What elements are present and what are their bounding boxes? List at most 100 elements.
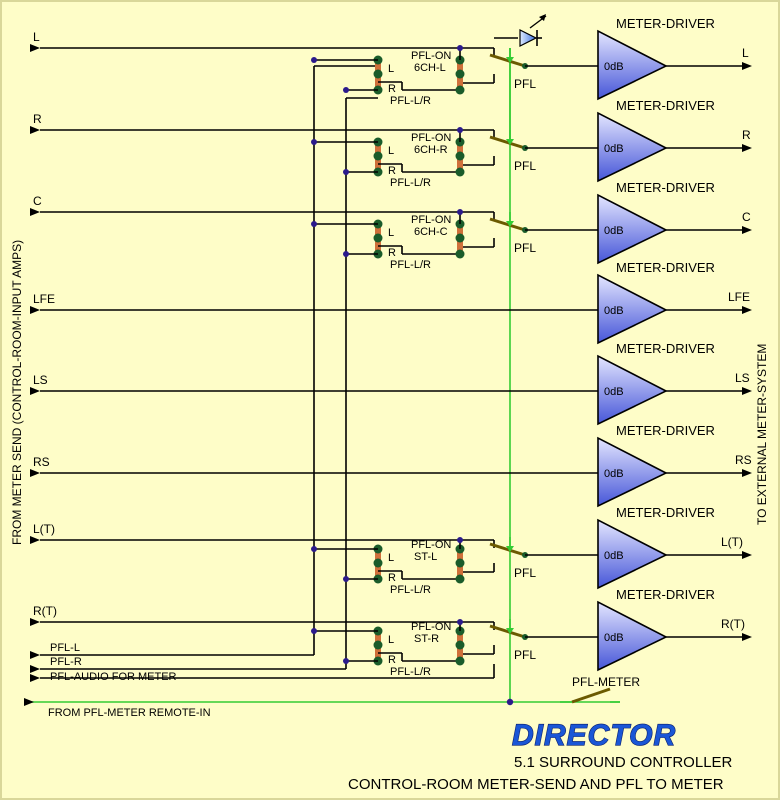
input-label: LS bbox=[33, 373, 48, 387]
subtitle: 5.1 SURROUND CONTROLLER bbox=[514, 754, 733, 771]
input-arrow-icon bbox=[30, 306, 40, 314]
selector-l-label: L bbox=[388, 63, 394, 75]
output-arrow-icon bbox=[742, 226, 752, 234]
amp-title: METER-DRIVER bbox=[616, 423, 715, 438]
channel-7: R(T)PFLLRPFL-L/RPFL-ONST-RMETER-DRIVER0d… bbox=[30, 587, 752, 678]
channels-layer: LPFLLRPFL-L/RPFL-ON6CH-LMETER-DRIVER0dBL… bbox=[30, 16, 752, 678]
selector-bottom-label: PFL-L/R bbox=[390, 259, 431, 271]
amp-title: METER-DRIVER bbox=[616, 16, 715, 31]
pfl-label: PFL bbox=[514, 159, 536, 173]
selector-mid-label: 6CH-R bbox=[414, 144, 448, 156]
output-arrow-icon bbox=[742, 306, 752, 314]
output-arrow-icon bbox=[742, 551, 752, 559]
pfl-switch bbox=[489, 53, 526, 68]
pfl-input-arrow-icon bbox=[30, 651, 40, 659]
pfl-input-arrow-icon bbox=[30, 674, 40, 682]
selector-l-label: L bbox=[388, 634, 394, 646]
input-label: R(T) bbox=[33, 604, 57, 618]
pfl-label: PFL bbox=[514, 241, 536, 255]
input-arrow-icon bbox=[30, 387, 40, 395]
input-label: L bbox=[33, 30, 40, 44]
pfl-label: PFL bbox=[514, 566, 536, 580]
output-arrow-icon bbox=[742, 633, 752, 641]
selector-bottom-label: PFL-L/R bbox=[390, 95, 431, 107]
selector-r-label: R bbox=[388, 572, 396, 584]
pfl-input-arrow-icon bbox=[30, 665, 40, 673]
input-arrow-icon bbox=[30, 536, 40, 544]
pfl-switch bbox=[489, 135, 526, 150]
output-label: LFE bbox=[728, 290, 750, 304]
selector-r-label: R bbox=[388, 654, 396, 666]
amp-gain: 0dB bbox=[604, 143, 624, 155]
selector-l-label: L bbox=[388, 145, 394, 157]
pfl-label: PFL bbox=[514, 648, 536, 662]
selector-mid-label: ST-R bbox=[414, 633, 439, 645]
meter-driver-amp: METER-DRIVER 0dB bbox=[597, 180, 715, 265]
input-label: C bbox=[33, 194, 42, 208]
input-arrow-icon bbox=[30, 208, 40, 216]
pfl-switch bbox=[489, 542, 526, 557]
amp-gain: 0dB bbox=[604, 305, 624, 317]
input-label: LFE bbox=[33, 292, 55, 306]
amp-gain: 0dB bbox=[604, 386, 624, 398]
pfl-input-label: PFL-L bbox=[50, 642, 80, 654]
selector-mid-label: 6CH-L bbox=[414, 62, 446, 74]
meter-driver-amp: METER-DRIVER 0dB bbox=[597, 98, 715, 183]
selector-r-label: R bbox=[388, 83, 396, 95]
selector-bottom-label: PFL-L/R bbox=[390, 584, 431, 596]
output-arrow-icon bbox=[742, 469, 752, 477]
selector-l-label: L bbox=[388, 227, 394, 239]
selector-l-label: L bbox=[388, 552, 394, 564]
amp-title: METER-DRIVER bbox=[616, 180, 715, 195]
selector-bottom-label: PFL-L/R bbox=[390, 666, 431, 678]
input-arrow-icon bbox=[30, 126, 40, 134]
output-arrow-icon bbox=[742, 62, 752, 70]
amp-title: METER-DRIVER bbox=[616, 98, 715, 113]
selector-bottom-label: PFL-L/R bbox=[390, 177, 431, 189]
pfl-switch bbox=[489, 624, 526, 639]
output-arrow-icon bbox=[742, 387, 752, 395]
selector-top-label: PFL-ON bbox=[411, 132, 451, 144]
selector-r-label: R bbox=[388, 165, 396, 177]
amp-title: METER-DRIVER bbox=[616, 587, 715, 602]
output-label: L bbox=[742, 46, 749, 60]
selector-top-label: PFL-ON bbox=[411, 50, 451, 62]
left-rotated-label: FROM METER SEND (CONTROL-ROOM-INPUT AMPS… bbox=[10, 240, 24, 545]
right-rotated-label: TO EXTERNAL METER-SYSTEM bbox=[755, 344, 769, 525]
output-label: R(T) bbox=[721, 617, 745, 631]
brand-logo: DIRECTOR bbox=[512, 719, 676, 752]
remote-in-label: FROM PFL-METER REMOTE-IN bbox=[48, 707, 211, 719]
output-label: RS bbox=[735, 453, 752, 467]
output-label: LS bbox=[735, 371, 750, 385]
input-label: RS bbox=[33, 455, 50, 469]
input-arrow-icon bbox=[30, 44, 40, 52]
selector-r-label: R bbox=[388, 247, 396, 259]
output-label: C bbox=[742, 210, 751, 224]
input-label: R bbox=[33, 112, 42, 126]
amp-gain: 0dB bbox=[604, 550, 624, 562]
selector-mid-label: 6CH-C bbox=[414, 226, 448, 238]
input-arrow-icon bbox=[30, 469, 40, 477]
output-label: R bbox=[742, 128, 751, 142]
amp-gain: 0dB bbox=[604, 225, 624, 237]
amp-gain: 0dB bbox=[604, 61, 624, 73]
selector-mid-label: ST-L bbox=[414, 551, 437, 563]
input-label: L(T) bbox=[33, 522, 55, 536]
selector-top-label: PFL-ON bbox=[411, 621, 451, 633]
